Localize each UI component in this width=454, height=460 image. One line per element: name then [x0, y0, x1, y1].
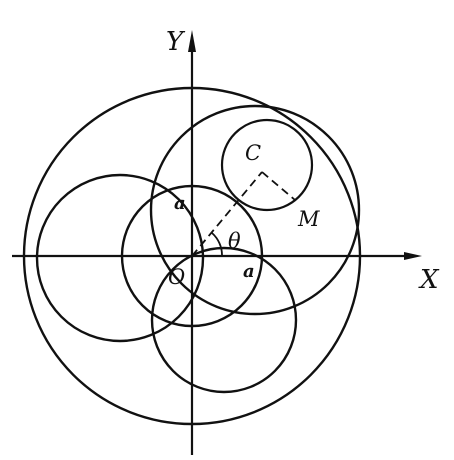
y-axis-arrow-icon	[188, 30, 196, 52]
angle-arc	[211, 232, 223, 257]
lobe-circle-lower-right	[150, 246, 298, 394]
radius-line-cm	[261, 171, 296, 201]
base-circle	[120, 184, 264, 328]
lobe-circle-upper-right	[149, 104, 361, 316]
origin-label: O	[168, 265, 185, 289]
x-axis-label: X	[418, 265, 440, 295]
radius-label-lower: a	[243, 261, 255, 282]
outer-circle	[22, 86, 362, 426]
angle-label: θ	[228, 229, 241, 253]
y-axis-label: Y	[166, 27, 186, 57]
radius-label-upper: a	[174, 193, 186, 214]
radius-line-oc	[191, 171, 263, 257]
lobe-circle-left	[35, 173, 205, 343]
center-label: C	[245, 141, 261, 165]
rolling-circle	[220, 118, 314, 212]
x-axis-arrow-icon	[404, 252, 422, 260]
point-label: M	[297, 207, 320, 231]
